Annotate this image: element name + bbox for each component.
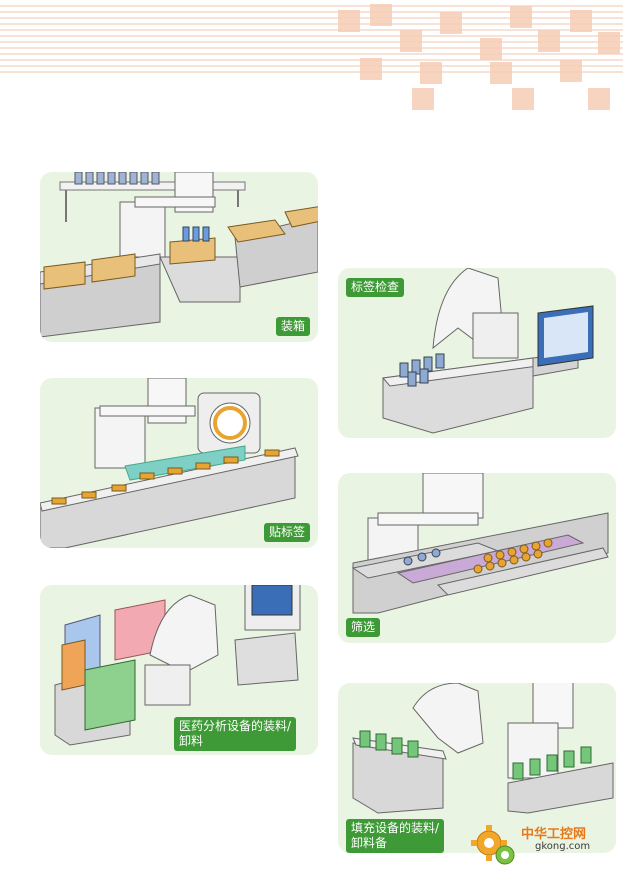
gear-icon [471,825,515,865]
header-squares [338,4,620,110]
panel-label: 标签检查 [346,278,405,297]
panel-packing: 装箱 [40,172,318,342]
panel-label: 装箱 [275,317,310,336]
filling-illustration [352,683,614,814]
panel-label: 填充设备的装料/ 卸料备 [346,819,445,853]
label-inspection-illustration [382,268,594,434]
panel-medical-analysis: 医药分析设备的装料/ 卸料 [40,585,318,755]
panel-filling: 填充设备的装料/ 卸料备 [338,683,616,853]
panel-labeling: 贴标签 [40,378,318,548]
panel-label: 医药分析设备的装料/ 卸料 [174,717,297,751]
labeling-illustration [40,378,299,548]
packing-illustration [40,172,318,338]
panel-label-inspection: 标签检查 [338,268,616,438]
header-stripes [0,5,623,73]
medical-analysis-illustration [54,585,301,746]
panel-sorting: 筛选 [338,473,616,643]
watermark-title: 中华工控网 [521,827,587,842]
watermark: 中华工控网 gkong.com [469,819,619,874]
panel-label: 筛选 [346,618,381,637]
watermark-url: gkong.com [535,841,591,852]
panel-label: 贴标签 [263,523,310,542]
sorting-illustration [351,473,609,614]
